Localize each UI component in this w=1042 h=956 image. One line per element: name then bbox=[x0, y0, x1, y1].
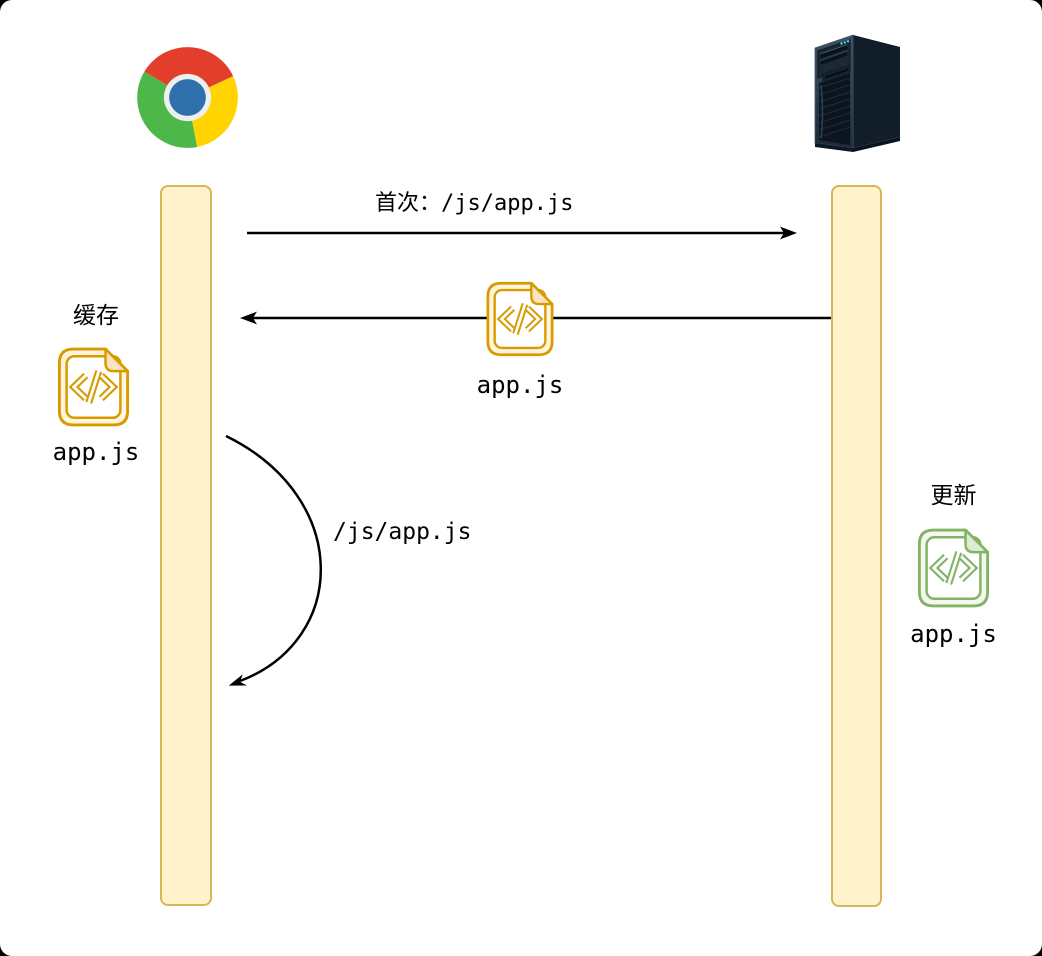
browser-lifeline bbox=[160, 185, 212, 906]
cache-file-label: app.js bbox=[52, 438, 140, 466]
request-label: 首次：/js/app.js bbox=[375, 185, 573, 217]
cache-code-file-icon bbox=[57, 346, 130, 428]
request-arrow bbox=[247, 226, 797, 240]
request-label-code: /js/app.js bbox=[441, 191, 574, 216]
response-file-label: app.js bbox=[476, 371, 564, 399]
server-tower-icon bbox=[814, 34, 900, 152]
update-title: 更新 bbox=[930, 482, 977, 508]
cache-self-arrow bbox=[225, 434, 322, 686]
cache-title: 缓存 bbox=[73, 302, 119, 328]
update-file-label: app.js bbox=[910, 620, 997, 648]
update-code-file-icon bbox=[917, 527, 990, 609]
request-label-zh: 首次： bbox=[375, 190, 442, 215]
self-request-label: /js/app.js bbox=[333, 519, 472, 545]
response-code-file-icon bbox=[484, 281, 556, 357]
chrome-browser-icon bbox=[136, 46, 239, 149]
server-lifeline bbox=[831, 185, 882, 907]
